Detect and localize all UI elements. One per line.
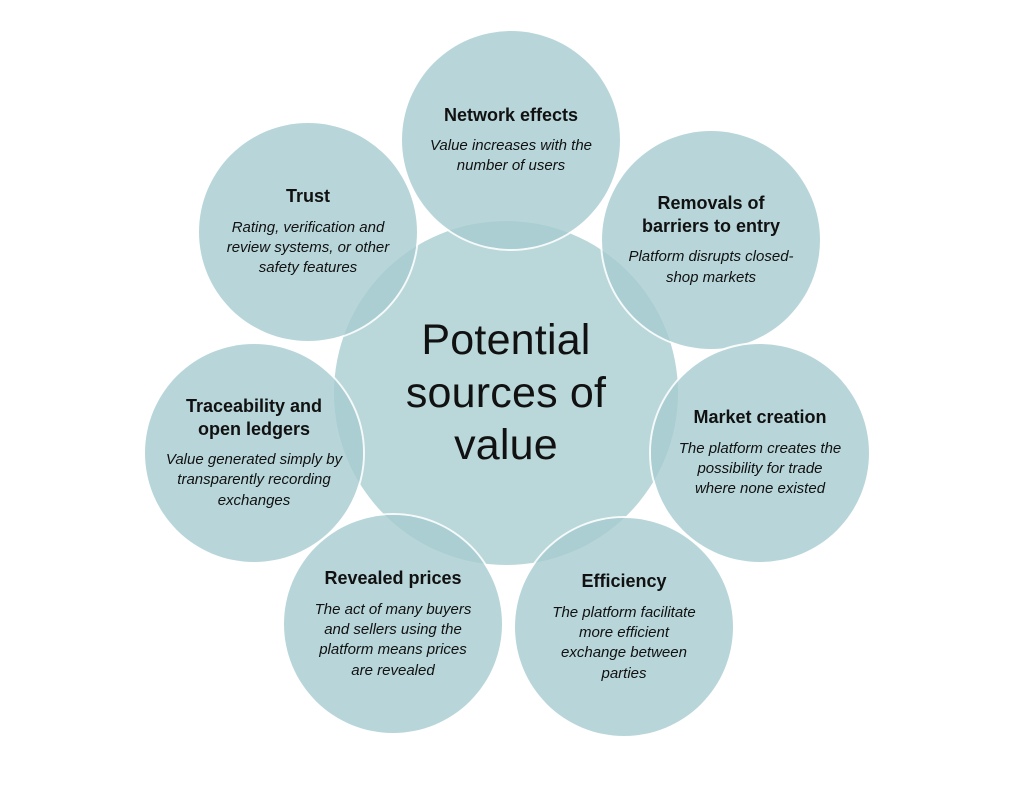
node-description: Value increases with the number of users <box>429 137 593 175</box>
node-content: Trust Rating, verification and review sy… <box>223 185 393 278</box>
node-trust: Trust Rating, verification and review sy… <box>199 123 417 341</box>
node-description: Rating, verification and review systems,… <box>226 218 390 277</box>
center-title: Potential sources of value <box>405 316 607 470</box>
node-efficiency: Efficiency The platform facilitate more … <box>515 518 733 736</box>
node-content: Traceability and open ledgers Value gene… <box>164 395 344 511</box>
node-revealed-prices: Revealed prices The act of many buyers a… <box>284 515 502 733</box>
node-description: The act of many buyers and sellers using… <box>314 600 472 679</box>
node-content: Revealed prices The act of many buyers a… <box>311 567 476 681</box>
node-traceability: Traceability and open ledgers Value gene… <box>145 344 363 562</box>
node-title: Trust <box>285 186 330 207</box>
node-removal-of-barriers: Removals of barriers to entry Platform d… <box>602 131 820 349</box>
node-description: Platform disrupts closed-shop markets <box>628 248 794 286</box>
node-content: Market creation The platform creates the… <box>675 406 845 499</box>
node-description: Value generated simply by transparently … <box>165 451 343 509</box>
node-content: Efficiency The platform facilitate more … <box>549 570 699 684</box>
node-title: Revealed prices <box>324 568 462 589</box>
node-content: Removals of barriers to entry Platform d… <box>626 192 796 288</box>
node-description: The platform creates the possibility for… <box>678 439 842 498</box>
node-title: Traceability and open ledgers <box>185 396 323 439</box>
node-market-creation: Market creation The platform creates the… <box>651 344 869 562</box>
node-title: Market creation <box>693 407 827 428</box>
node-title: Network effects <box>443 104 579 125</box>
node-title: Efficiency <box>581 571 667 592</box>
node-title: Removals of barriers to entry <box>641 193 781 236</box>
node-content: Network effects Value increases with the… <box>429 104 594 177</box>
node-network-effects: Network effects Value increases with the… <box>402 31 620 249</box>
node-description: The platform facilitate more efficient e… <box>552 603 696 682</box>
